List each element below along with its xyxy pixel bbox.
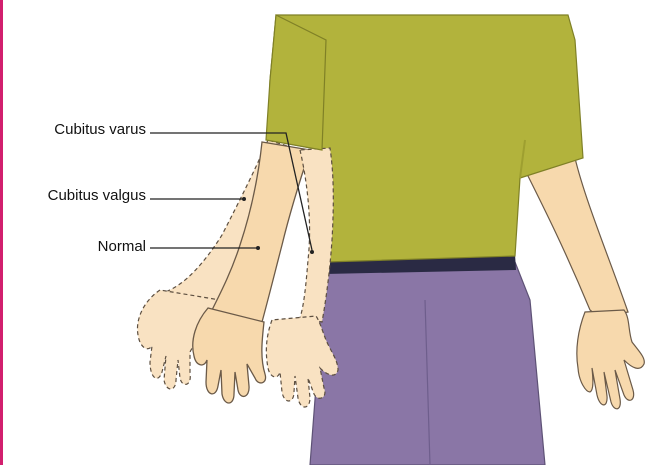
right-hand xyxy=(577,310,644,409)
left-sleeve xyxy=(266,15,326,150)
label-cubitus-valgus: Cubitus valgus xyxy=(48,187,146,204)
valgus-pointer-dot xyxy=(242,197,246,201)
normal-pointer-dot xyxy=(256,246,260,250)
varus-pointer-dot xyxy=(310,250,314,254)
pants xyxy=(310,262,545,465)
right-arm xyxy=(525,158,628,318)
label-cubitus-varus: Cubitus varus xyxy=(54,121,146,138)
page-edge-stripe xyxy=(0,0,3,465)
label-normal: Normal xyxy=(98,238,146,255)
